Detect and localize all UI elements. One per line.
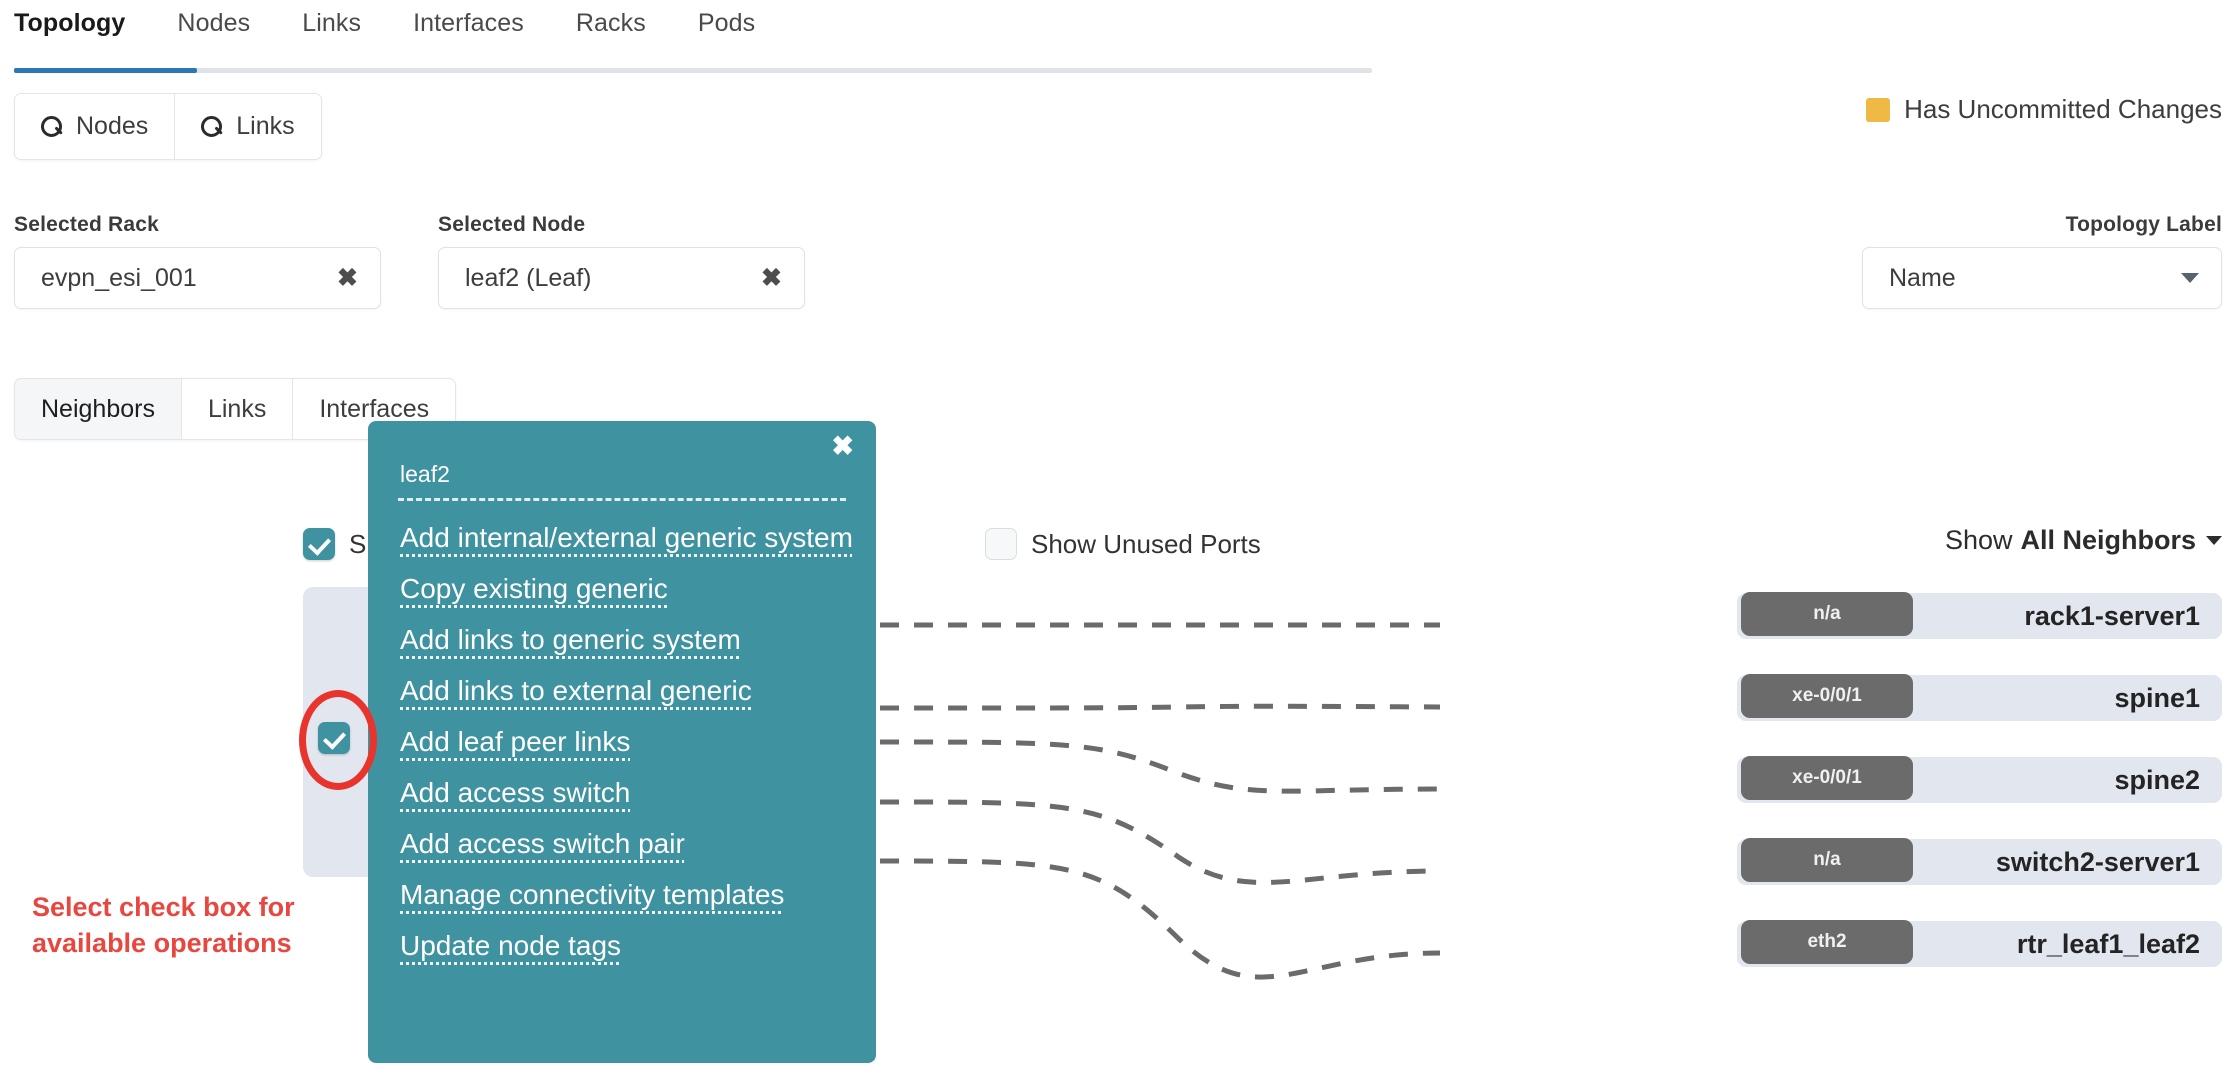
- topology-label-select[interactable]: Name: [1862, 247, 2222, 309]
- tab-interfaces[interactable]: Interfaces: [413, 0, 524, 54]
- topology-label-label: Topology Label: [2066, 213, 2222, 237]
- neighbor-name: spine2: [1913, 765, 2200, 796]
- close-icon[interactable]: ✖: [831, 433, 854, 460]
- clear-icon[interactable]: ✖: [337, 266, 358, 291]
- neighbor-row[interactable]: n/a rack1-server1: [1737, 593, 2222, 639]
- uncommitted-swatch-icon: [1866, 98, 1890, 122]
- annotation-ellipse: [299, 690, 377, 790]
- neighbor-name: rack1-server1: [1913, 601, 2200, 632]
- selected-rack-label: Selected Rack: [14, 213, 159, 237]
- menu-item-add-access-switch-pair[interactable]: Add access switch pair: [398, 815, 846, 866]
- tab-bar-active-indicator: [14, 68, 197, 73]
- clear-icon[interactable]: ✖: [761, 266, 782, 291]
- top-tab-bar: Topology Nodes Links Interfaces Racks Po…: [14, 0, 1372, 70]
- checkbox-unchecked-icon[interactable]: [985, 528, 1017, 560]
- selected-node-select[interactable]: leaf2 (Leaf) ✖: [438, 247, 805, 309]
- uncommitted-changes-legend: Has Uncommitted Changes: [1866, 94, 2222, 125]
- menu-item-update-node-tags[interactable]: Update node tags: [398, 917, 846, 968]
- search-nodes-label: Nodes: [76, 112, 148, 141]
- menu-item-add-internal-external-generic-system[interactable]: Add internal/external generic system: [398, 509, 846, 560]
- search-icon: [41, 116, 63, 138]
- annotation-text: Select check box for available operation…: [32, 890, 372, 961]
- select-all-label: S: [349, 529, 366, 560]
- subtab-links[interactable]: Links: [181, 379, 292, 439]
- search-icon: [201, 116, 223, 138]
- neighbor-port-badge: xe-0/0/1: [1741, 756, 1913, 800]
- neighbor-port-badge: n/a: [1741, 592, 1913, 636]
- neighbor-row[interactable]: xe-0/0/1 spine1: [1737, 675, 2222, 721]
- tab-pods[interactable]: Pods: [698, 0, 755, 54]
- select-all-checkbox-row[interactable]: S: [303, 528, 366, 560]
- menu-item-add-access-switch[interactable]: Add access switch: [398, 764, 846, 815]
- search-links-button[interactable]: Links: [174, 94, 320, 159]
- tab-links[interactable]: Links: [302, 0, 361, 54]
- search-links-label: Links: [236, 112, 294, 141]
- neighbor-name: rtr_leaf1_leaf2: [1913, 929, 2200, 960]
- neighbor-port-badge: eth2: [1741, 920, 1913, 964]
- chevron-down-icon[interactable]: [2206, 536, 2222, 545]
- neighbor-list: n/a rack1-server1 xe-0/0/1 spine1 xe-0/0…: [1737, 593, 2222, 1003]
- show-unused-ports-row[interactable]: Show Unused Ports: [985, 528, 1261, 560]
- topology-label-value: Name: [1889, 264, 1956, 293]
- show-prefix-label: Show: [1945, 525, 2013, 556]
- neighbor-port-badge: xe-0/0/1: [1741, 674, 1913, 718]
- selected-rack-select[interactable]: evpn_esi_001 ✖: [14, 247, 381, 309]
- checkbox-checked-icon[interactable]: [303, 528, 335, 560]
- tab-topology[interactable]: Topology: [14, 0, 125, 54]
- show-neighbors-value: All Neighbors: [2020, 525, 2196, 556]
- neighbor-name: switch2-server1: [1913, 847, 2200, 878]
- selected-rack-value: evpn_esi_001: [41, 264, 197, 293]
- selected-node-value: leaf2 (Leaf): [465, 264, 591, 293]
- menu-item-add-leaf-peer-links[interactable]: Add leaf peer links: [398, 713, 846, 764]
- tab-nodes[interactable]: Nodes: [177, 0, 250, 54]
- search-nodes-button[interactable]: Nodes: [15, 94, 174, 159]
- subtab-neighbors[interactable]: Neighbors: [15, 379, 181, 439]
- tab-bar-rail: [14, 68, 1372, 73]
- neighbor-row[interactable]: eth2 rtr_leaf1_leaf2: [1737, 921, 2222, 967]
- show-unused-ports-label: Show Unused Ports: [1031, 529, 1261, 560]
- menu-item-add-links-to-generic-system[interactable]: Add links to generic system: [398, 611, 846, 662]
- menu-item-add-links-to-external-generic[interactable]: Add links to external generic: [398, 662, 846, 713]
- chevron-down-icon[interactable]: [2181, 273, 2199, 283]
- node-context-menu: ✖ leaf2 Add internal/external generic sy…: [368, 421, 876, 1063]
- neighbor-name: spine1: [1913, 683, 2200, 714]
- tab-racks[interactable]: Racks: [576, 0, 646, 54]
- neighbor-row[interactable]: xe-0/0/1 spine2: [1737, 757, 2222, 803]
- selected-node-label: Selected Node: [438, 213, 585, 237]
- show-neighbors-dropdown[interactable]: Show All Neighbors: [1945, 525, 2222, 556]
- neighbor-port-badge: n/a: [1741, 838, 1913, 882]
- menu-item-manage-connectivity-templates[interactable]: Manage connectivity templates: [398, 866, 846, 917]
- menu-item-copy-existing-generic[interactable]: Copy existing generic: [398, 560, 846, 611]
- context-menu-title: leaf2: [398, 443, 846, 501]
- search-button-group: Nodes Links: [14, 93, 322, 160]
- uncommitted-changes-label: Has Uncommitted Changes: [1904, 94, 2222, 125]
- neighbor-row[interactable]: n/a switch2-server1: [1737, 839, 2222, 885]
